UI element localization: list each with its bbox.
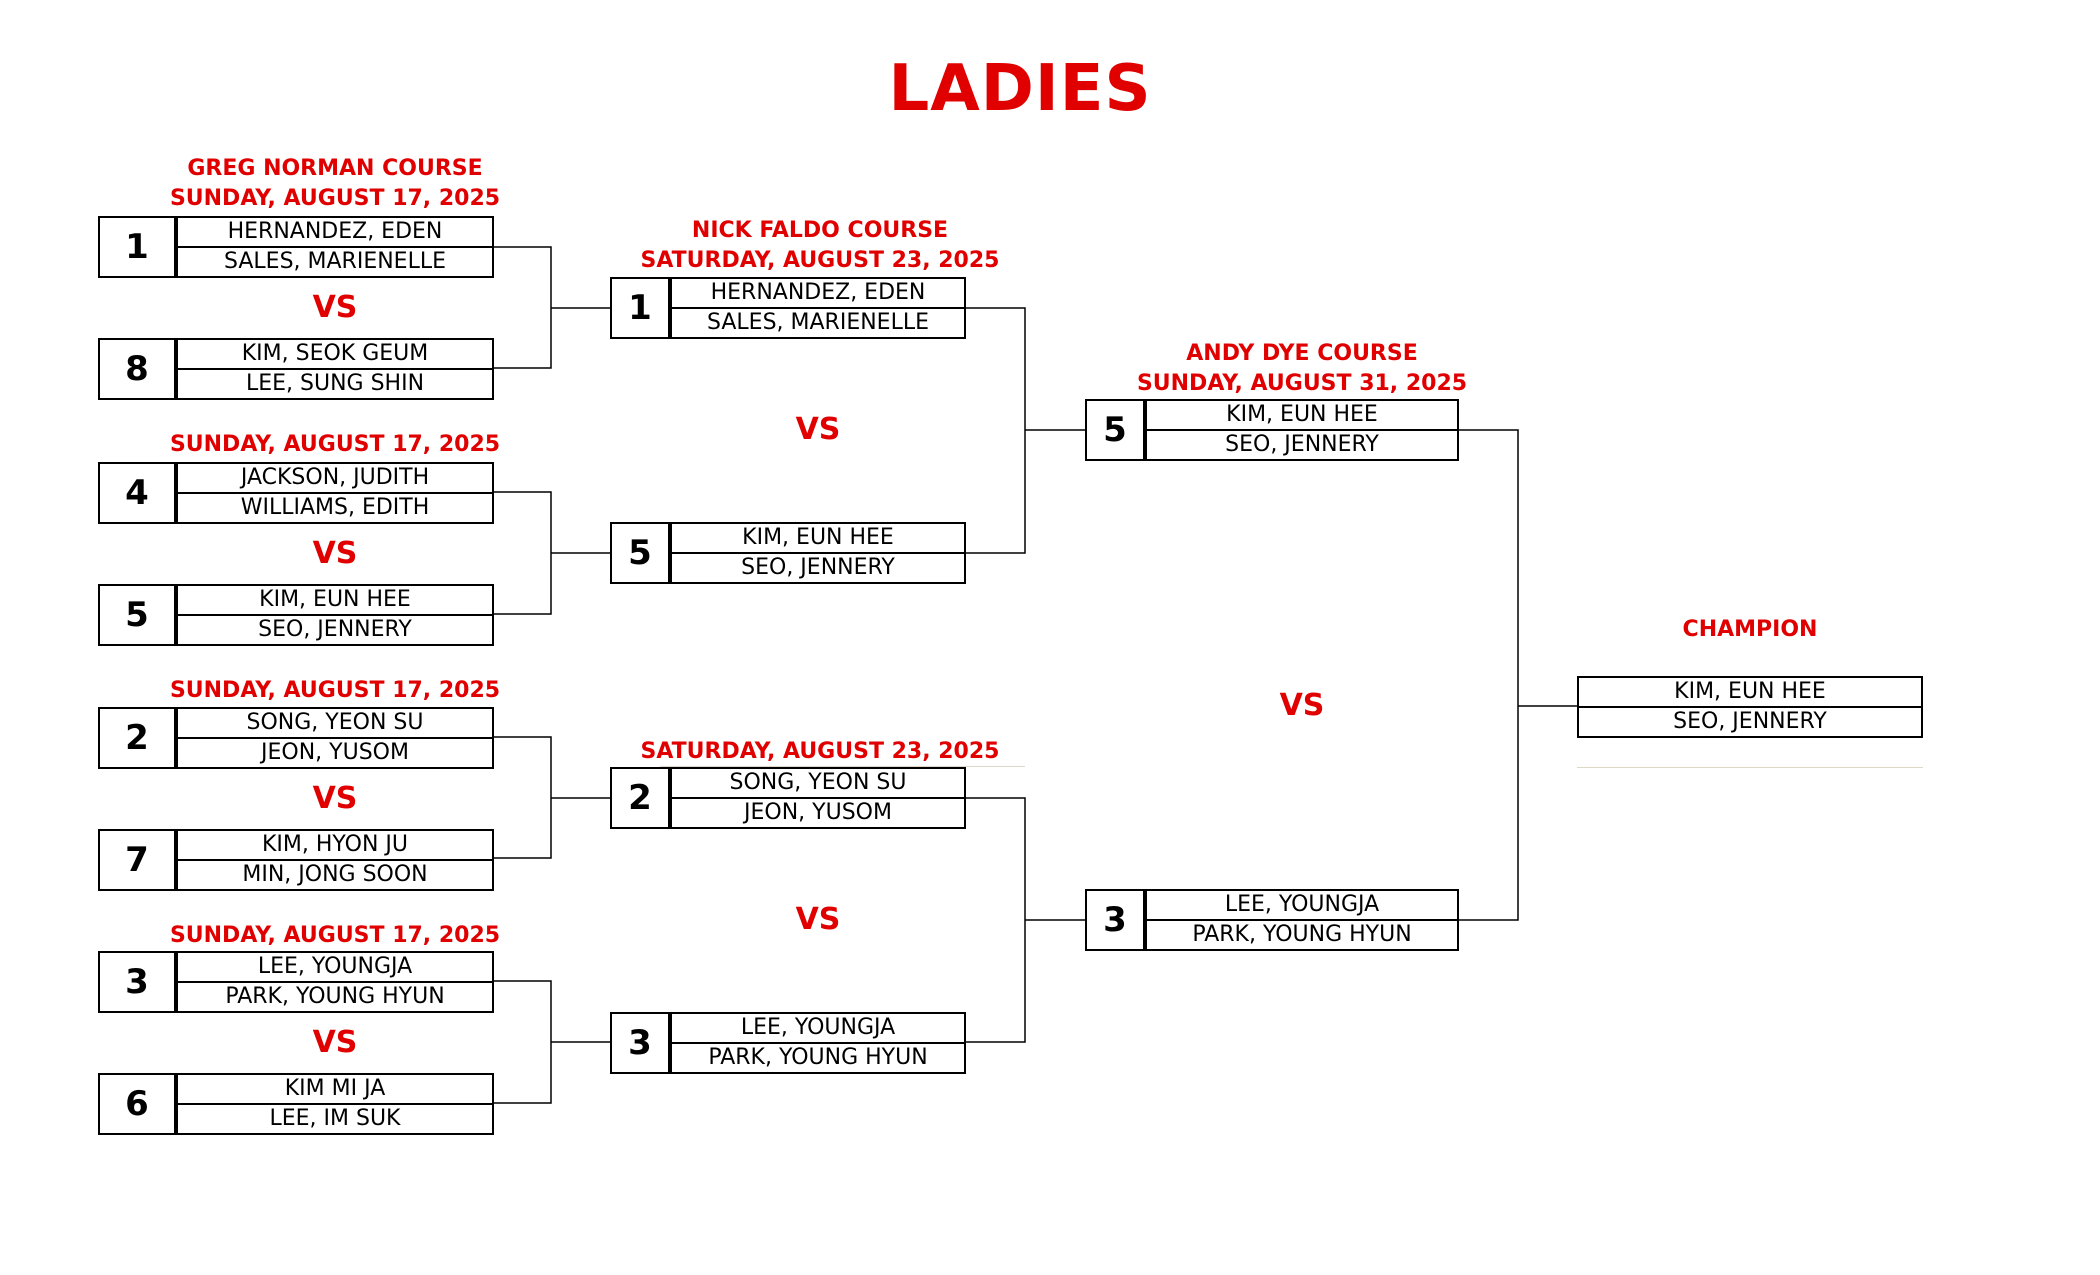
connector-r1-2 [494,491,552,615]
player-name: PARK, YOUNG HYUN [176,981,494,1013]
divider-line [1577,767,1923,768]
player-name: KIM, EUN HEE [1145,399,1459,431]
r1-match-5: 2 SONG, YEON SU JEON, YUSOM [98,707,494,769]
vs-label: VS [312,290,358,325]
seed-badge: 1 [98,216,176,278]
round1-date-3: SUNDAY, AUGUST 17, 2025 [169,678,501,703]
r2-match-2: 5 KIM, EUN HEE SEO, JENNERY [610,522,966,584]
vs-label: VS [312,1025,358,1060]
player-name: LEE, IM SUK [176,1103,494,1135]
vs-label: VS [795,902,841,937]
player-name: SONG, YEON SU [670,767,966,799]
player-name: KIM, EUN HEE [670,522,966,554]
player-name: LEE, YOUNGJA [670,1012,966,1044]
seed-badge: 5 [610,522,670,584]
r1-match-1: 1 HERNANDEZ, EDEN SALES, MARIENELLE [98,216,494,278]
page-title: LADIES [888,52,1152,126]
seed-badge: 7 [98,829,176,891]
r1-match-8: 6 KIM MI JA LEE, IM SUK [98,1073,494,1135]
vs-label: VS [1279,688,1325,723]
round1-date-1: SUNDAY, AUGUST 17, 2025 [169,186,501,211]
round2-course: NICK FALDO COURSE [691,218,949,243]
player-name: HERNANDEZ, EDEN [176,216,494,248]
round1-date-4: SUNDAY, AUGUST 17, 2025 [169,923,501,948]
player-name: SEO, JENNERY [1577,706,1923,738]
r1-match-3: 4 JACKSON, JUDITH WILLIAMS, EDITH [98,462,494,524]
player-name: PARK, YOUNG HYUN [670,1042,966,1074]
player-name: KIM, SEOK GEUM [176,338,494,370]
seed-badge: 3 [610,1012,670,1074]
connector-r1-3 [494,736,552,859]
connector-r1-4 [494,980,552,1104]
player-name: JEON, YUSOM [670,797,966,829]
player-name: SEO, JENNERY [1145,429,1459,461]
final-date: SUNDAY, AUGUST 31, 2025 [1136,371,1468,396]
player-name: LEE, SUNG SHIN [176,368,494,400]
player-name: MIN, JONG SOON [176,859,494,891]
seed-badge: 8 [98,338,176,400]
player-name: SEO, JENNERY [176,614,494,646]
seed-badge: 5 [1085,399,1145,461]
seed-badge: 4 [98,462,176,524]
seed-badge: 2 [98,707,176,769]
player-name: PARK, YOUNG HYUN [1145,919,1459,951]
player-name: KIM, HYON JU [176,829,494,861]
final-course: ANDY DYE COURSE [1186,341,1418,366]
seed-badge: 3 [1085,889,1145,951]
r1-match-2: 8 KIM, SEOK GEUM LEE, SUNG SHIN [98,338,494,400]
round2-date-1: SATURDAY, AUGUST 23, 2025 [640,248,1000,273]
round2-date-2: SATURDAY, AUGUST 23, 2025 [640,739,1000,764]
player-name: LEE, YOUNGJA [1145,889,1459,921]
final-match-1: 5 KIM, EUN HEE SEO, JENNERY [1085,399,1459,461]
seed-badge: 5 [98,584,176,646]
r2-match-1: 1 HERNANDEZ, EDEN SALES, MARIENELLE [610,277,966,339]
seed-badge: 2 [610,767,670,829]
seed-badge: 3 [98,951,176,1013]
round1-date-2: SUNDAY, AUGUST 17, 2025 [169,432,501,457]
divider-line [660,766,1025,767]
seed-badge: 1 [610,277,670,339]
player-name: KIM MI JA [176,1073,494,1105]
champion-box: KIM, EUN HEE SEO, JENNERY [1577,676,1923,738]
connector-r2-2 [966,797,1026,1043]
r1-match-4: 5 KIM, EUN HEE SEO, JENNERY [98,584,494,646]
vs-label: VS [312,781,358,816]
player-name: WILLIAMS, EDITH [176,492,494,524]
player-name: SONG, YEON SU [176,707,494,739]
r1-match-7: 3 LEE, YOUNGJA PARK, YOUNG HYUN [98,951,494,1013]
player-name: KIM, EUN HEE [176,584,494,616]
seed-badge: 6 [98,1073,176,1135]
connector-final [1459,429,1519,921]
connector-r1-1 [494,246,552,369]
player-name: SALES, MARIENELLE [670,307,966,339]
player-name: SEO, JENNERY [670,552,966,584]
r2-match-3: 2 SONG, YEON SU JEON, YUSOM [610,767,966,829]
vs-label: VS [795,412,841,447]
player-name: SALES, MARIENELLE [176,246,494,278]
connector-r2-1 [966,307,1026,554]
champion-label: CHAMPION [1682,617,1818,642]
final-match-2: 3 LEE, YOUNGJA PARK, YOUNG HYUN [1085,889,1459,951]
player-name: LEE, YOUNGJA [176,951,494,983]
r1-match-6: 7 KIM, HYON JU MIN, JONG SOON [98,829,494,891]
player-name: HERNANDEZ, EDEN [670,277,966,309]
player-name: JEON, YUSOM [176,737,494,769]
player-name: JACKSON, JUDITH [176,462,494,494]
r2-match-4: 3 LEE, YOUNGJA PARK, YOUNG HYUN [610,1012,966,1074]
vs-label: VS [312,536,358,571]
player-name: KIM, EUN HEE [1577,676,1923,708]
round1-course: GREG NORMAN COURSE [187,156,483,181]
